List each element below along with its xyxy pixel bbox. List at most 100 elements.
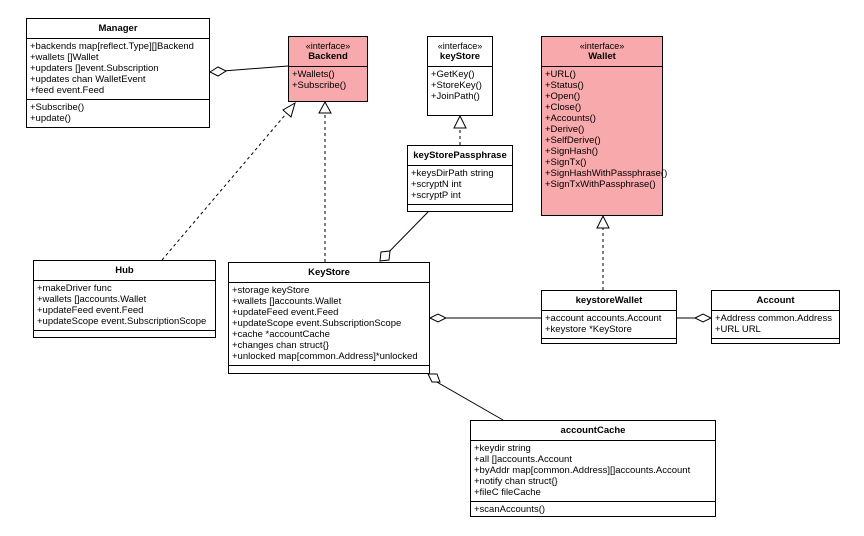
class-manager-methods: +Subscribe() +update() [27, 100, 209, 127]
keystore-wallet-field: +keystore *KeyStore [545, 324, 632, 335]
keystore-iface-method: +StoreKey() [431, 80, 482, 91]
wallet-method: +Derive() [545, 124, 585, 135]
diamond-keystore-passphrase [379, 250, 391, 262]
account-cache-field: +notify chan struct{} [474, 476, 558, 487]
class-account: Account +Address common.Address +URL URL [711, 290, 840, 344]
keystore-field: +wallets []accounts.Wallet [232, 296, 342, 307]
interface-keystore-methods: +GetKey() +StoreKey() +JoinPath() [428, 67, 492, 105]
keystore-wallet-field: +account accounts.Account [545, 313, 662, 324]
class-keystore-methods [229, 366, 429, 372]
keystore-iface-method: +JoinPath() [431, 91, 480, 102]
class-keystore-fields: +storage keyStore +wallets []accounts.Wa… [229, 283, 429, 366]
interface-wallet-methods: +URL() +Status() +Open() +Close() +Accou… [542, 67, 668, 193]
diamond-keystorewallet-keystore [428, 313, 448, 323]
wallet-method: +SelfDerive() [545, 135, 601, 146]
class-keystore-wallet-name: keystoreWallet [542, 291, 676, 311]
edge-keystore-accountcache [434, 380, 504, 421]
manager-field: +updaters []event.Subscription [30, 63, 159, 74]
account-field: +Address common.Address [715, 313, 832, 324]
class-hub-fields: +makeDriver func +wallets []accounts.Wal… [34, 281, 215, 331]
account-field: +URL URL [715, 324, 761, 335]
arrowhead-keystorewallet-wallet [596, 214, 610, 229]
class-keystore-passphrase-fields: +keysDirPath string +scryptN int +scrypt… [408, 166, 512, 205]
class-account-cache: accountCache +keydir string +all []accou… [470, 420, 716, 517]
class-manager-fields: +backends map[reflect.Type][]Backend +wa… [27, 39, 209, 100]
diamond-keystorewallet-account [693, 313, 713, 323]
backend-stereotype: «interface» [305, 41, 351, 51]
class-hub: Hub +makeDriver func +wallets []accounts… [33, 260, 216, 338]
hub-field: +wallets []accounts.Wallet [37, 294, 147, 305]
wallet-stereotype: «interface» [579, 41, 625, 51]
class-keystore-passphrase: keyStorePassphrase +keysDirPath string +… [407, 145, 513, 212]
diamond-manager-backend [208, 66, 228, 77]
interface-keystore-header: «interface» keyStore [428, 37, 492, 67]
keystore-field: +updateScope event.SubscriptionScope [232, 318, 402, 329]
backend-method: +Wallets() [292, 69, 335, 80]
wallet-method: +Status() [545, 80, 584, 91]
wallet-method: +SignTx() [545, 157, 587, 168]
interface-wallet-header: «interface» Wallet [542, 37, 662, 67]
account-cache-field: +fileC fileCache [474, 487, 541, 498]
wallet-method: +Open() [545, 91, 581, 102]
backend-method: +Subscribe() [292, 80, 347, 91]
wallet-method: +Close() [545, 102, 582, 113]
manager-field: +updates chan WalletEvent [30, 74, 146, 85]
keystore-field: +storage keyStore [232, 285, 310, 296]
arrowhead-passphrase-keystore-iface [453, 114, 467, 129]
account-cache-field: +byAddr map[common.Address][]accounts.Ac… [474, 465, 691, 476]
class-account-cache-name: accountCache [471, 421, 715, 441]
manager-field: +backends map[reflect.Type][]Backend [30, 41, 194, 52]
wallet-method: +SignHashWithPassphrase() [545, 168, 668, 179]
backend-name: Backend [308, 51, 348, 62]
arrowhead-hub-backend [282, 101, 296, 118]
wallet-method: +Accounts() [545, 113, 596, 124]
manager-field: +wallets []Wallet [30, 52, 99, 63]
wallet-name: Wallet [588, 51, 616, 62]
account-cache-field: +all []accounts.Account [474, 454, 572, 465]
arrowhead-keystore-backend [318, 100, 332, 114]
hub-field: +updateFeed event.Feed [37, 305, 144, 316]
class-manager-name: Manager [27, 19, 209, 39]
class-keystore-wallet: keystoreWallet +account accounts.Account… [541, 290, 677, 344]
class-keystore: KeyStore +storage keyStore +wallets []ac… [228, 262, 430, 374]
keystore-iface-stereotype: «interface» [437, 41, 483, 51]
manager-method: +update() [30, 113, 71, 124]
edge-hub-backend [161, 107, 292, 261]
manager-method: +Subscribe() [30, 102, 85, 113]
class-manager: Manager +backends map[reflect.Type][]Bac… [26, 18, 210, 128]
interface-backend: «interface» Backend +Wallets() +Subscrib… [288, 36, 368, 102]
class-keystore-passphrase-methods [408, 205, 512, 211]
interface-keystore: «interface» keyStore +GetKey() +StoreKey… [427, 36, 493, 116]
class-keystore-wallet-fields: +account accounts.Account +keystore *Key… [542, 311, 676, 339]
keystore-passphrase-field: +scryptP int [411, 190, 461, 201]
class-hub-name: Hub [34, 261, 215, 281]
account-cache-field: +keydir string [474, 443, 531, 454]
keystore-field: +changes chan struct{} [232, 340, 329, 351]
class-hub-methods [34, 331, 215, 337]
class-keystore-wallet-methods [542, 339, 676, 345]
keystore-iface-method: +GetKey() [431, 69, 475, 80]
account-cache-method: +scanAccounts() [474, 504, 546, 515]
class-keystore-name: KeyStore [229, 263, 429, 283]
wallet-method: +SignHash() [545, 146, 599, 157]
interface-wallet: «interface» Wallet +URL() +Status() +Ope… [541, 36, 668, 216]
class-account-cache-fields: +keydir string +all []accounts.Account +… [471, 441, 715, 502]
keystore-field: +updateFeed event.Feed [232, 307, 339, 318]
keystore-passphrase-field: +keysDirPath string [411, 168, 494, 179]
keystore-field: +unlocked map[common.Address]*unlocked [232, 351, 418, 362]
keystore-field: +cache *accountCache [232, 329, 330, 340]
keystore-passphrase-field: +scryptN int [411, 179, 462, 190]
wallet-method: +URL() [545, 69, 576, 80]
class-account-methods [712, 339, 839, 345]
hub-field: +updateScope event.SubscriptionScope [37, 316, 207, 327]
class-account-cache-methods: +scanAccounts() [471, 502, 715, 518]
diamond-keystore-accountcache [427, 373, 441, 383]
wallet-method: +SignTxWithPassphrase() [545, 179, 656, 190]
keystore-iface-name: keyStore [439, 51, 481, 62]
manager-field: +feed event.Feed [30, 85, 105, 96]
class-account-name: Account [712, 291, 839, 311]
hub-field: +makeDriver func [37, 283, 112, 294]
class-keystore-passphrase-name: keyStorePassphrase [408, 146, 512, 166]
